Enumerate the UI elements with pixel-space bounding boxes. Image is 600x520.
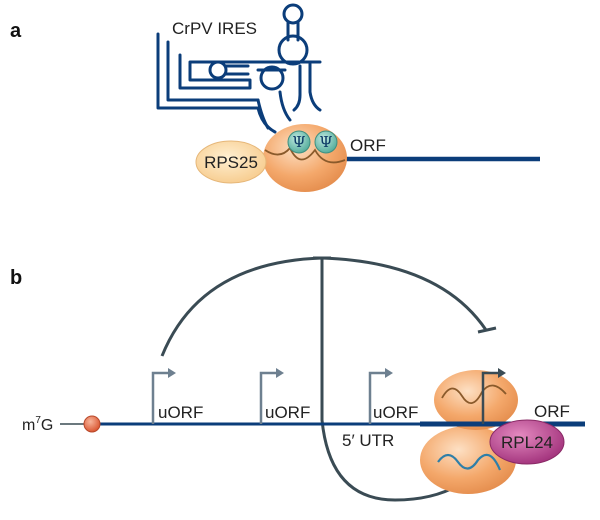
m7g-cap bbox=[83, 415, 101, 433]
rps25-label: RPS25 bbox=[204, 153, 258, 172]
ires-label-bg bbox=[170, 16, 276, 38]
rpl24-label: RPL24 bbox=[501, 433, 553, 452]
panel-b-orf-label: ORF bbox=[534, 402, 570, 421]
rpl24-protein bbox=[489, 419, 565, 465]
ribosome-b-rna bbox=[441, 384, 507, 404]
uorf-arrowhead-3 bbox=[385, 368, 393, 378]
panel-a-letter: a bbox=[10, 20, 22, 42]
psi-symbol-1: Ψ bbox=[292, 133, 305, 151]
ires-structure bbox=[156, 3, 322, 134]
utr-label: 5′ UTR bbox=[342, 431, 394, 450]
psi-symbol-2: Ψ bbox=[319, 133, 332, 151]
cap-label-m: m bbox=[22, 417, 35, 434]
cap-label-sup: 7 bbox=[35, 415, 41, 426]
arc-inhibit-bar bbox=[477, 326, 497, 334]
uorf-arrow-3 bbox=[368, 371, 385, 424]
uorf-label-1: uORF bbox=[158, 403, 203, 422]
ribosome-b-trna bbox=[437, 453, 502, 471]
orf-start-arrow bbox=[481, 371, 498, 424]
rps25-protein bbox=[195, 140, 267, 184]
panel-b-letter: b bbox=[10, 267, 22, 289]
ires-label: CrPV IRES bbox=[172, 19, 257, 38]
psi-circle-1 bbox=[287, 130, 311, 154]
cap-label-g: G bbox=[41, 417, 53, 434]
uorf-label-3: uORF bbox=[373, 403, 418, 422]
panel-a-orf-label: ORF bbox=[350, 136, 386, 155]
cap-label: m7G bbox=[22, 415, 53, 434]
uorf-arrowhead-1 bbox=[168, 368, 176, 378]
psi-circle-2 bbox=[314, 130, 338, 154]
orf-start-arrowhead bbox=[498, 368, 506, 378]
regulation-arc bbox=[160, 256, 488, 357]
uorf-arrows bbox=[151, 371, 385, 424]
uorf-arrow-1 bbox=[151, 371, 168, 424]
uorf-arrow-2 bbox=[259, 371, 276, 424]
uorf-arrowhead-2 bbox=[276, 368, 284, 378]
ribosome-a-rna bbox=[264, 146, 346, 164]
uorf-label-2: uORF bbox=[265, 403, 310, 422]
